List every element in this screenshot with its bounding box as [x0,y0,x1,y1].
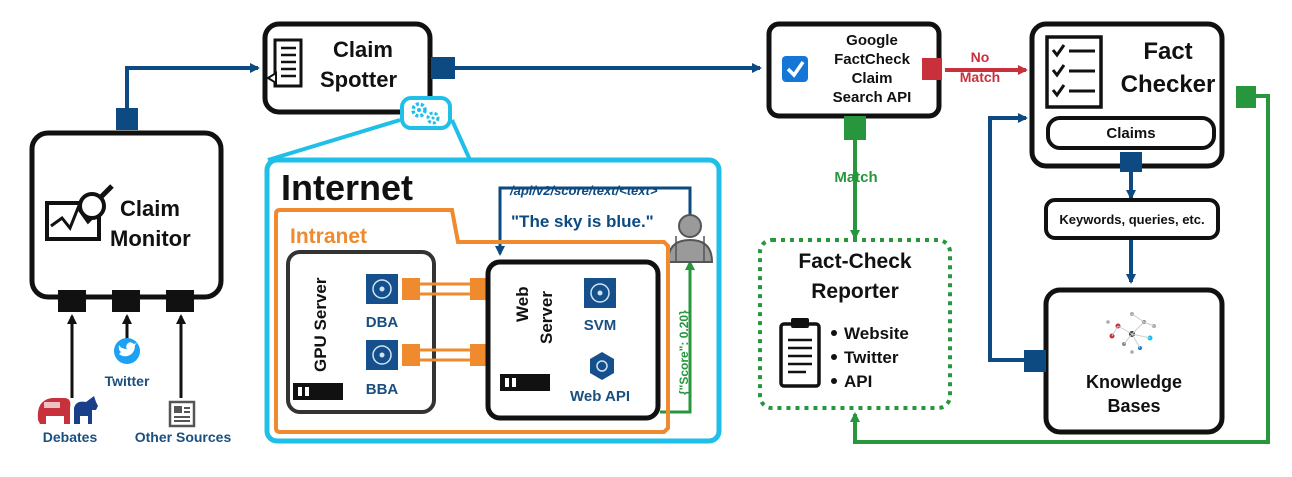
model-bba-label: BBA [366,381,399,398]
document-list-icon [266,38,303,88]
chart-magnifier-icon [45,184,114,241]
source-twitter-label: Twitter [105,373,150,389]
keywords-label: Keywords, queries, etc. [1059,212,1204,227]
web-server: Web Server SVM Web API [485,259,661,421]
google-api-line-4: Search API [833,89,912,106]
fact-checker-title-2: Checker [1121,71,1216,98]
web-server-title-2: Server [537,291,556,344]
no-match-label-2: Match [960,69,1000,85]
reporter-title-2: Reporter [811,280,899,303]
port-square [844,116,866,140]
user-icon [666,214,714,263]
neural-net-icon [366,340,398,370]
server-rack-icon [500,374,550,391]
port-square [112,290,140,312]
arrow-api-request [495,186,692,256]
knowledge-graph-icon [1106,312,1156,354]
google-api-line-3: Claim [852,70,893,87]
port-square [116,108,138,130]
twitter-icon [114,338,140,364]
intranet-box: Intranet [274,208,670,434]
example-claim-label: "The sky is blue." [511,212,654,231]
fact-checker: Fact Checker Claims [1029,21,1256,172]
svm-label: SVM [584,317,617,334]
server-rack-icon [293,383,343,400]
claim-spotter: Claim Spotter [262,21,455,130]
score-response-label: {"Score": 0.20} [677,310,691,395]
source-debates-label: Debates [43,429,98,445]
gpu-server: GPU Server DBA BBA [286,250,436,414]
fact-check-reporter: Fact-Check Reporter Website Twitter API [758,238,952,410]
internet-box: Internet /api/v2/score/text/<text> "The … [264,157,722,444]
source-other-label: Other Sources [135,429,232,445]
claim-spotter-title-1: Claim [333,37,393,62]
claim-monitor: Claim Monitor [29,108,224,312]
reporter-output-api: API [844,372,872,391]
port-square [1120,152,1142,172]
checklist-icon [1045,35,1103,109]
arrow-monitor-to-spotter [125,63,260,110]
knowledge-bases-title-2: Bases [1107,396,1160,416]
google-factcheck-api: Google FactCheck Claim Search API [766,21,942,140]
checkbox-icon [782,56,808,82]
match-label: Match [834,169,877,186]
reporter-output-website: Website [844,324,909,343]
reporter-output-twitter: Twitter [844,348,899,367]
reporter-title-1: Fact-Check [798,250,912,273]
google-api-line-2: FactCheck [834,51,911,68]
keywords-box: Keywords, queries, etc. [1044,198,1220,240]
claims-label: Claims [1106,125,1155,142]
knowledge-bases: Knowledge Bases [1024,287,1225,435]
clipboard-icon [779,318,821,388]
no-match-label-1: No [971,49,990,65]
port-square [166,290,194,312]
knowledge-bases-title-1: Knowledge [1086,372,1182,392]
claim-monitor-title-1: Claim [120,196,180,221]
newspaper-icon [168,400,196,428]
port-square [431,57,455,79]
gpu-web-links [402,278,488,366]
api-hexagon-icon [590,352,614,380]
sources: Twitter Debates Other Sources [37,338,232,445]
gpu-server-title: GPU Server [311,277,330,372]
internet-title: Internet [281,167,413,208]
party-mascots-icon [37,396,98,424]
api-path-label: /api/v2/score/text/<text> [509,183,658,198]
port-square [1024,350,1046,372]
fact-checker-title-1: Fact [1143,38,1192,65]
claim-monitor-title-2: Monitor [110,226,191,251]
web-api-label: Web API [570,388,630,405]
port-square [1236,86,1256,108]
gears-icon [400,96,452,130]
neural-net-icon [366,274,398,304]
arrow-factchecker-to-reporter [850,94,1270,444]
claim-spotter-title-2: Spotter [320,67,397,92]
port-square [922,58,942,80]
arrow-kb-to-factchecker [988,113,1028,362]
web-server-title-1: Web [513,286,532,322]
port-square [58,290,86,312]
google-api-line-1: Google [846,32,898,49]
model-dba-label: DBA [366,314,399,331]
connectors [67,63,1270,444]
neural-net-icon [584,278,616,308]
intranet-title: Intranet [290,225,367,248]
